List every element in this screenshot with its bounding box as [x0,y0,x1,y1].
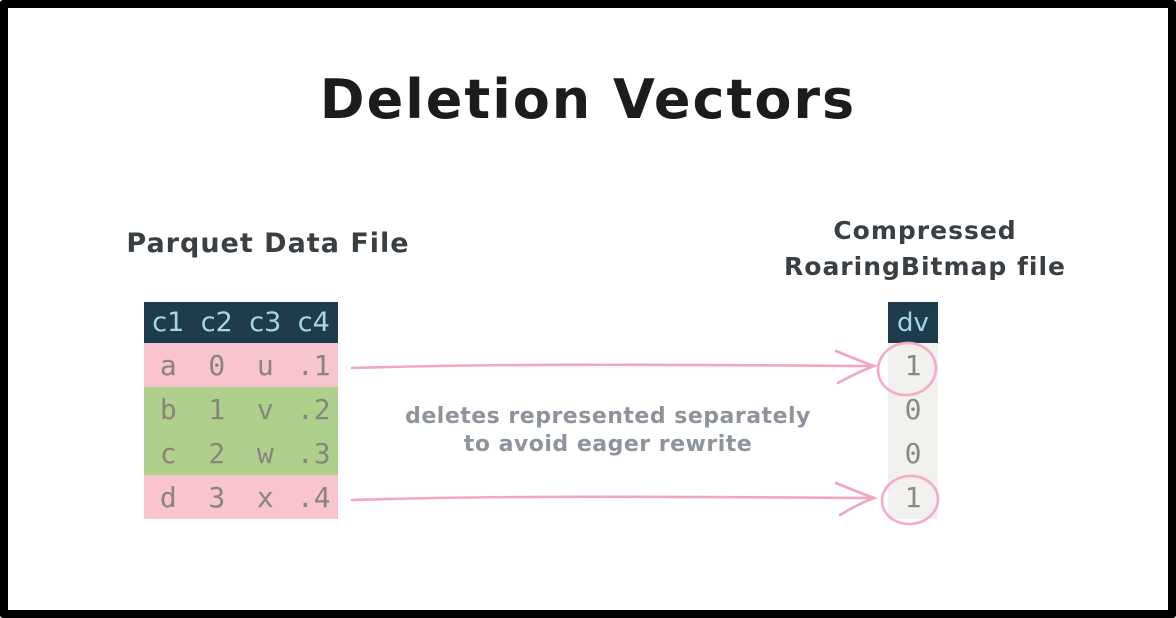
table-cell: w [256,436,274,470]
table-cell: .3 [296,436,331,470]
dv-value-circled: 1 [888,343,938,387]
caption-line1: deletes represented separately [405,404,811,429]
caption-line2: to avoid eager rewrite [463,432,753,457]
explanation-caption: deletes represented separately to avoid … [398,403,818,459]
deleted-row4-arrow [350,481,878,517]
deleted-row1-arrow [350,349,878,385]
table-row-deleted: d 3 x .4 [144,475,338,519]
table-cell: 0 [208,348,226,382]
parquet-table-header-row: c1 c2 c3 c4 [144,302,338,343]
table-cell: 1 [208,392,226,426]
table-cell: 2 [208,436,226,470]
table-cell: d [159,480,177,514]
table-cell: .1 [296,348,331,382]
table-cell: .4 [296,480,331,514]
table-cell: .2 [296,392,331,426]
table-cell: 3 [208,480,226,514]
table-cell: b [159,392,177,426]
column-header-c3: c3 [249,307,282,338]
table-row-kept: b 1 v .2 [144,387,338,431]
table-row-deleted: a 0 u .1 [144,343,338,387]
roaringbitmap-label-line1: Compressed [833,216,1017,245]
parquet-file-label: Parquet Data File [126,228,410,259]
table-cell: c [159,436,177,470]
table-cell: u [256,348,274,382]
dv-column-header: dv [888,302,938,343]
column-header-c1: c1 [152,307,185,338]
diagram-title: Deletion Vectors [319,68,857,131]
table-cell: x [256,480,274,514]
dv-value: 0 [888,387,938,431]
column-header-c2: c2 [200,307,233,338]
parquet-table: c1 c2 c3 c4 a 0 u .1 b 1 v .2 c 2 w .3 d… [144,302,338,519]
column-header-c4: c4 [297,307,330,338]
roaringbitmap-label-line2: RoaringBitmap file [784,252,1066,281]
dv-value-circled: 1 [888,475,938,519]
table-row-kept: c 2 w .3 [144,431,338,475]
roaringbitmap-file-label: Compressed RoaringBitmap file [760,213,1090,285]
table-cell: v [256,392,274,426]
dv-value: 0 [888,431,938,475]
table-cell: a [159,348,177,382]
deletion-vector-table: dv 1 0 0 1 [888,302,938,519]
